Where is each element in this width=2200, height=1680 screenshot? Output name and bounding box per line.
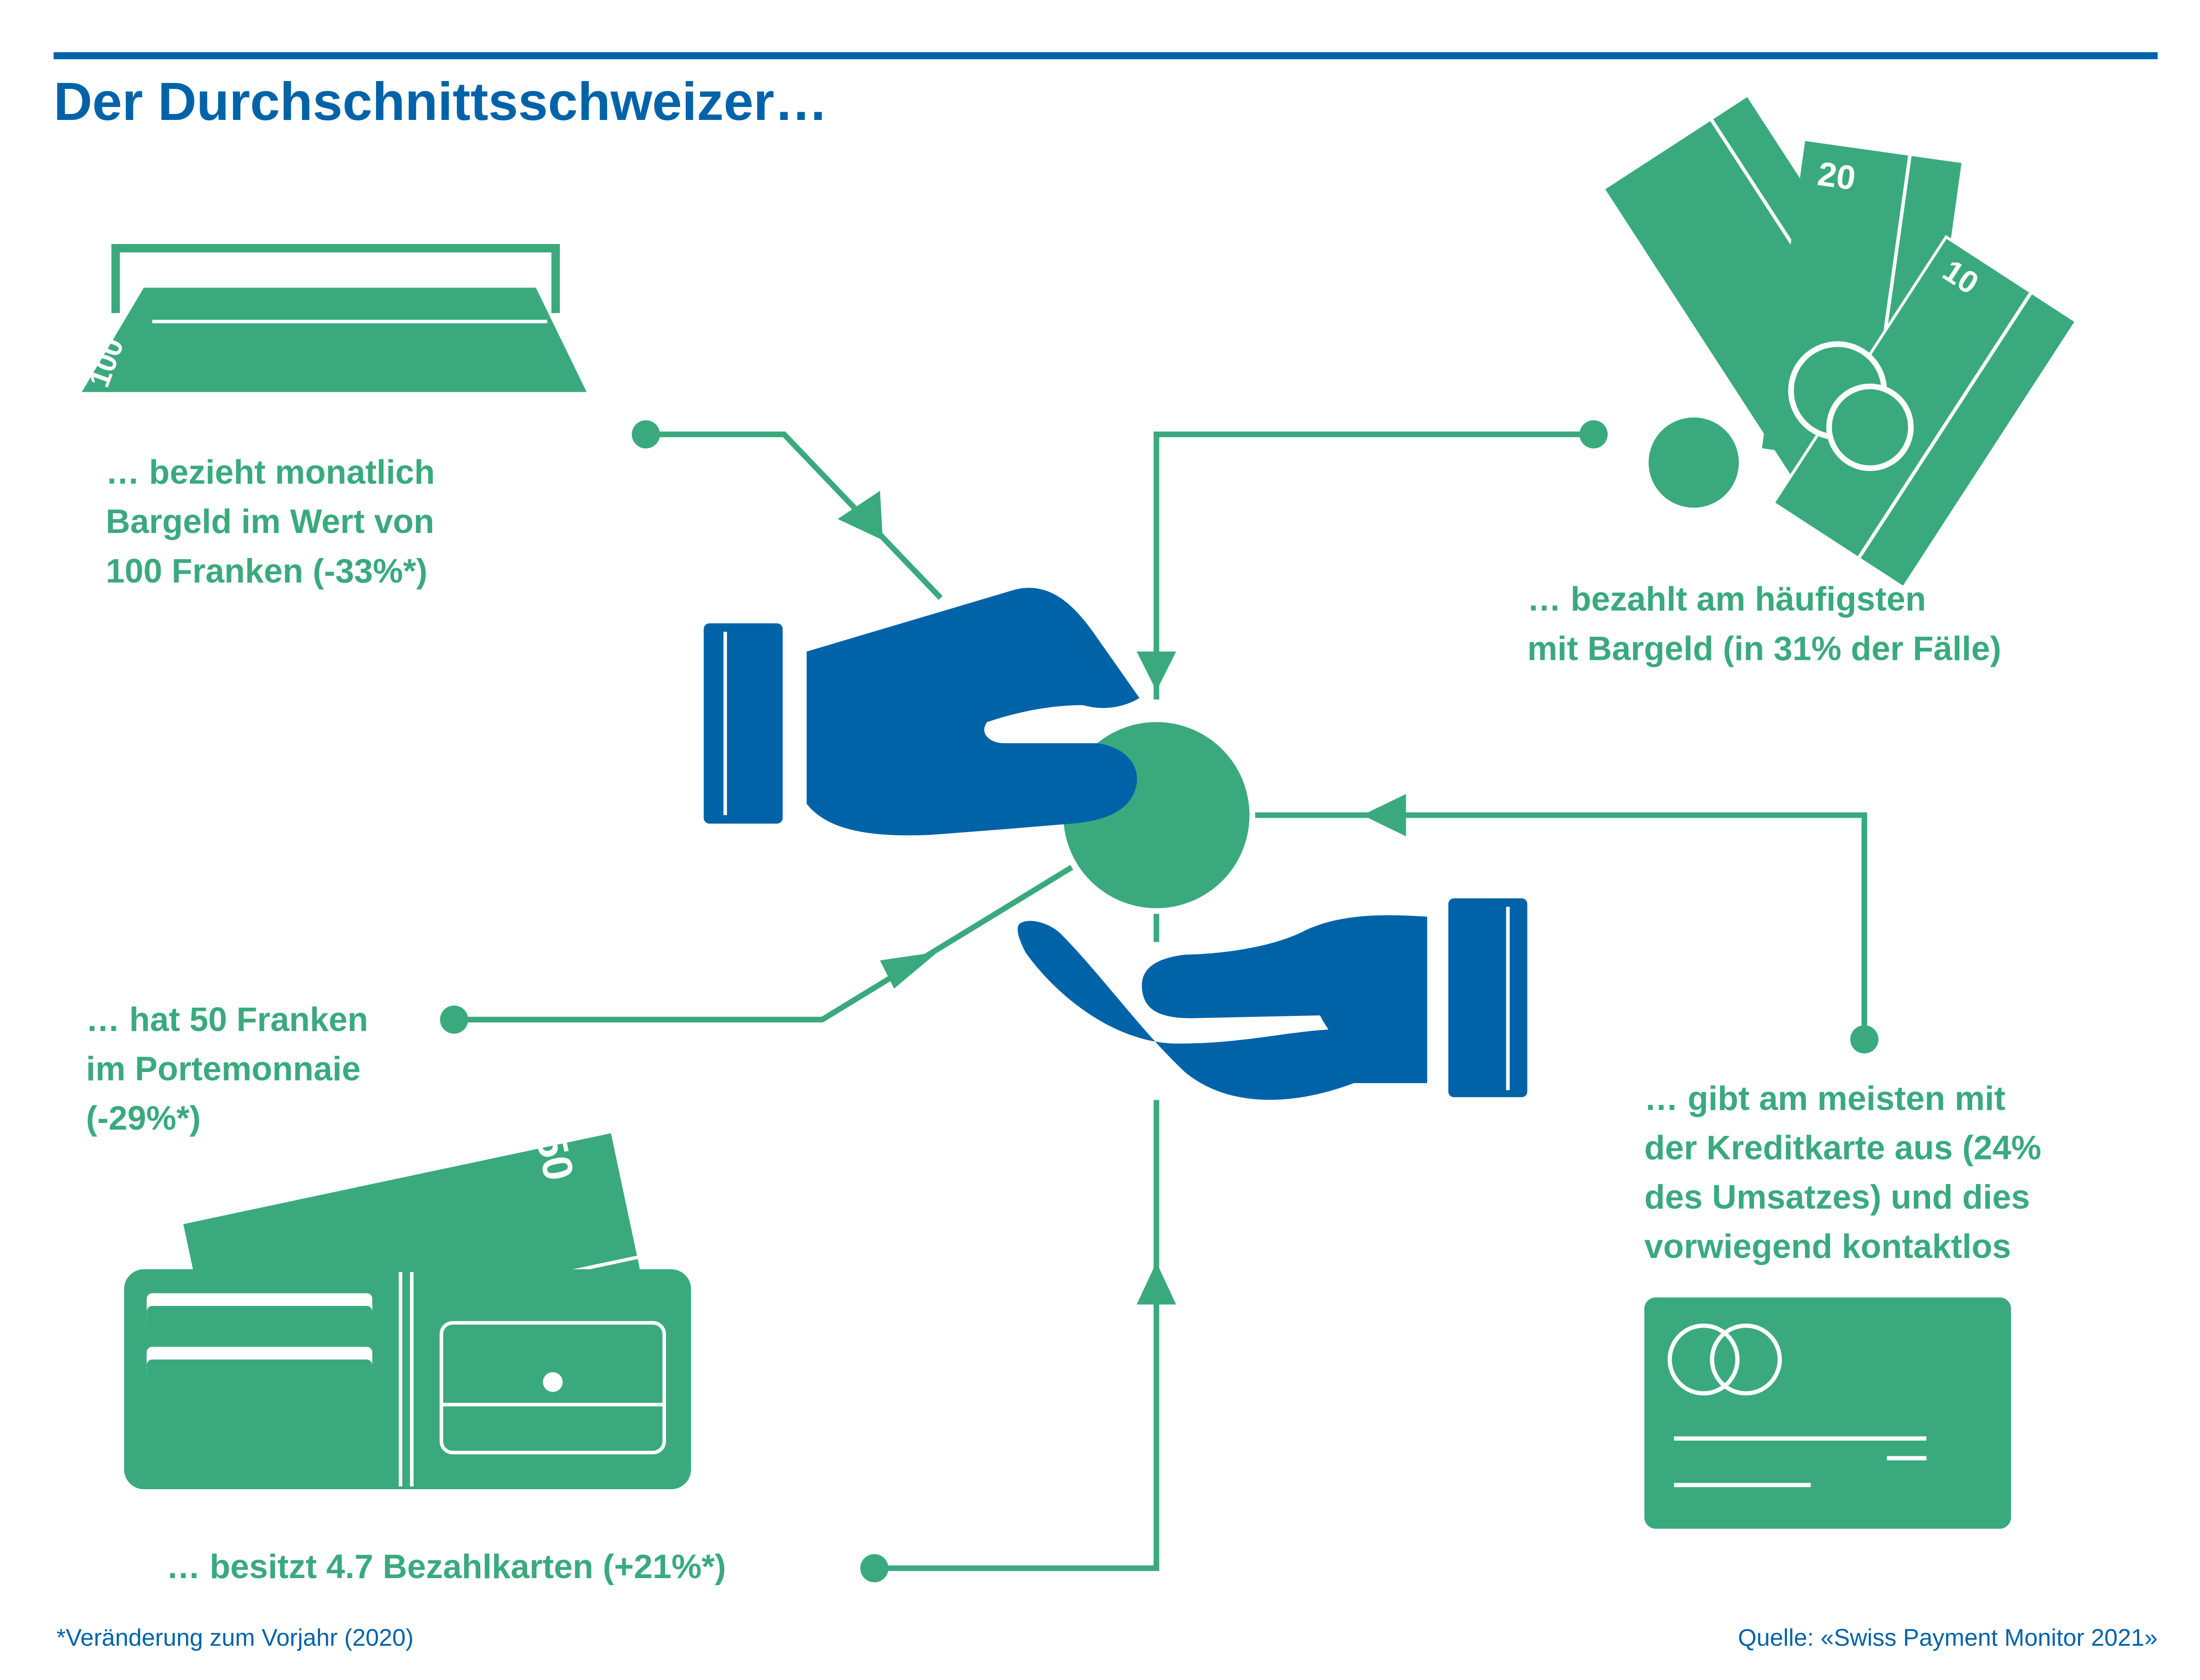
arrow-credit-card — [1362, 794, 1406, 836]
arrow-payment-method — [1136, 652, 1176, 691]
credit-card-icon — [1644, 1297, 2011, 1529]
arrow-cash-withdrawal — [838, 490, 883, 540]
wallet-note-value: 50 — [527, 1129, 583, 1185]
atm-cash-icon: 100 — [81, 244, 587, 392]
connector-lines — [454, 431, 1868, 1571]
page-title: Der Durchschnittsschweizer… — [53, 73, 828, 133]
source-credit: Quelle: «Swiss Payment Monitor 2021» — [1738, 1624, 2158, 1652]
statement-credit-card: … gibt am meisten mit der Kreditkarte au… — [1644, 1075, 2041, 1272]
arrow-wallet-cash — [880, 952, 938, 989]
statement-line: … bezahlt am häufigsten — [1527, 581, 1926, 619]
connector-credit-card — [1255, 812, 1868, 1040]
statement-line: mit Bargeld (in 31% der Fälle) — [1527, 630, 2001, 669]
connector-payment-cards — [874, 1100, 1160, 1571]
statement-payment-cards: … besitzt 4.7 Bezahlkarten (+21%*) — [166, 1543, 726, 1592]
statement-line: 100 Franken (-33%*) — [106, 552, 428, 591]
arrow-payment-cards — [1136, 1262, 1176, 1305]
connector-arrows — [838, 490, 1406, 1305]
dot-wallet-cash — [440, 1005, 469, 1034]
dot-payment-cards — [860, 1554, 889, 1583]
statement-wallet-cash: … hat 50 Franken im Portemonnaie (-29%*) — [86, 996, 368, 1144]
dot-payment-method — [1579, 420, 1608, 449]
dot-cash-withdrawal — [632, 420, 660, 449]
statement-payment-method: … bezahlt am häufigsten mit Bargeld (in … — [1527, 576, 2001, 674]
statement-line: der Kreditkarte aus (24% — [1644, 1129, 2042, 1168]
statement-line: vorwiegend kontaktlos — [1644, 1228, 2012, 1266]
fan-note-50: 50 — [1574, 222, 1626, 274]
statement-line: … hat 50 Franken — [86, 1001, 369, 1040]
statement-line: Bargeld im Wert von — [106, 503, 434, 542]
statement-line: … besitzt 4.7 Bezahlkarten (+21%*) — [166, 1548, 726, 1587]
top-rule — [53, 52, 2158, 59]
wallet-icon: 50 — [124, 1129, 691, 1490]
connector-payment-method — [1153, 431, 1594, 700]
connector-wallet-cash — [454, 865, 1073, 1022]
statement-line: … gibt am meisten mit — [1644, 1080, 2006, 1119]
banknotes-coins-icon: 50 20 10 — [1574, 97, 2078, 590]
statement-line: (-29%*) — [86, 1100, 201, 1138]
statement-line: … bezieht monatlich — [106, 454, 435, 492]
receiving-hand-icon — [1017, 898, 1528, 1100]
statement-cash-withdrawal: … bezieht monatlich Bargeld im Wert von … — [106, 448, 435, 596]
giving-hand-icon — [703, 588, 1140, 836]
statement-line: im Portemonnaie — [86, 1050, 361, 1089]
connector-dots — [440, 420, 1879, 1583]
fan-note-20: 20 — [1815, 155, 1858, 198]
statement-line: des Umsatzes) und dies — [1644, 1179, 2030, 1217]
connector-cash-withdrawal — [646, 431, 943, 600]
dot-credit-card — [1850, 1025, 1879, 1053]
footnote: *Veränderung zum Vorjahr (2020) — [56, 1624, 414, 1652]
